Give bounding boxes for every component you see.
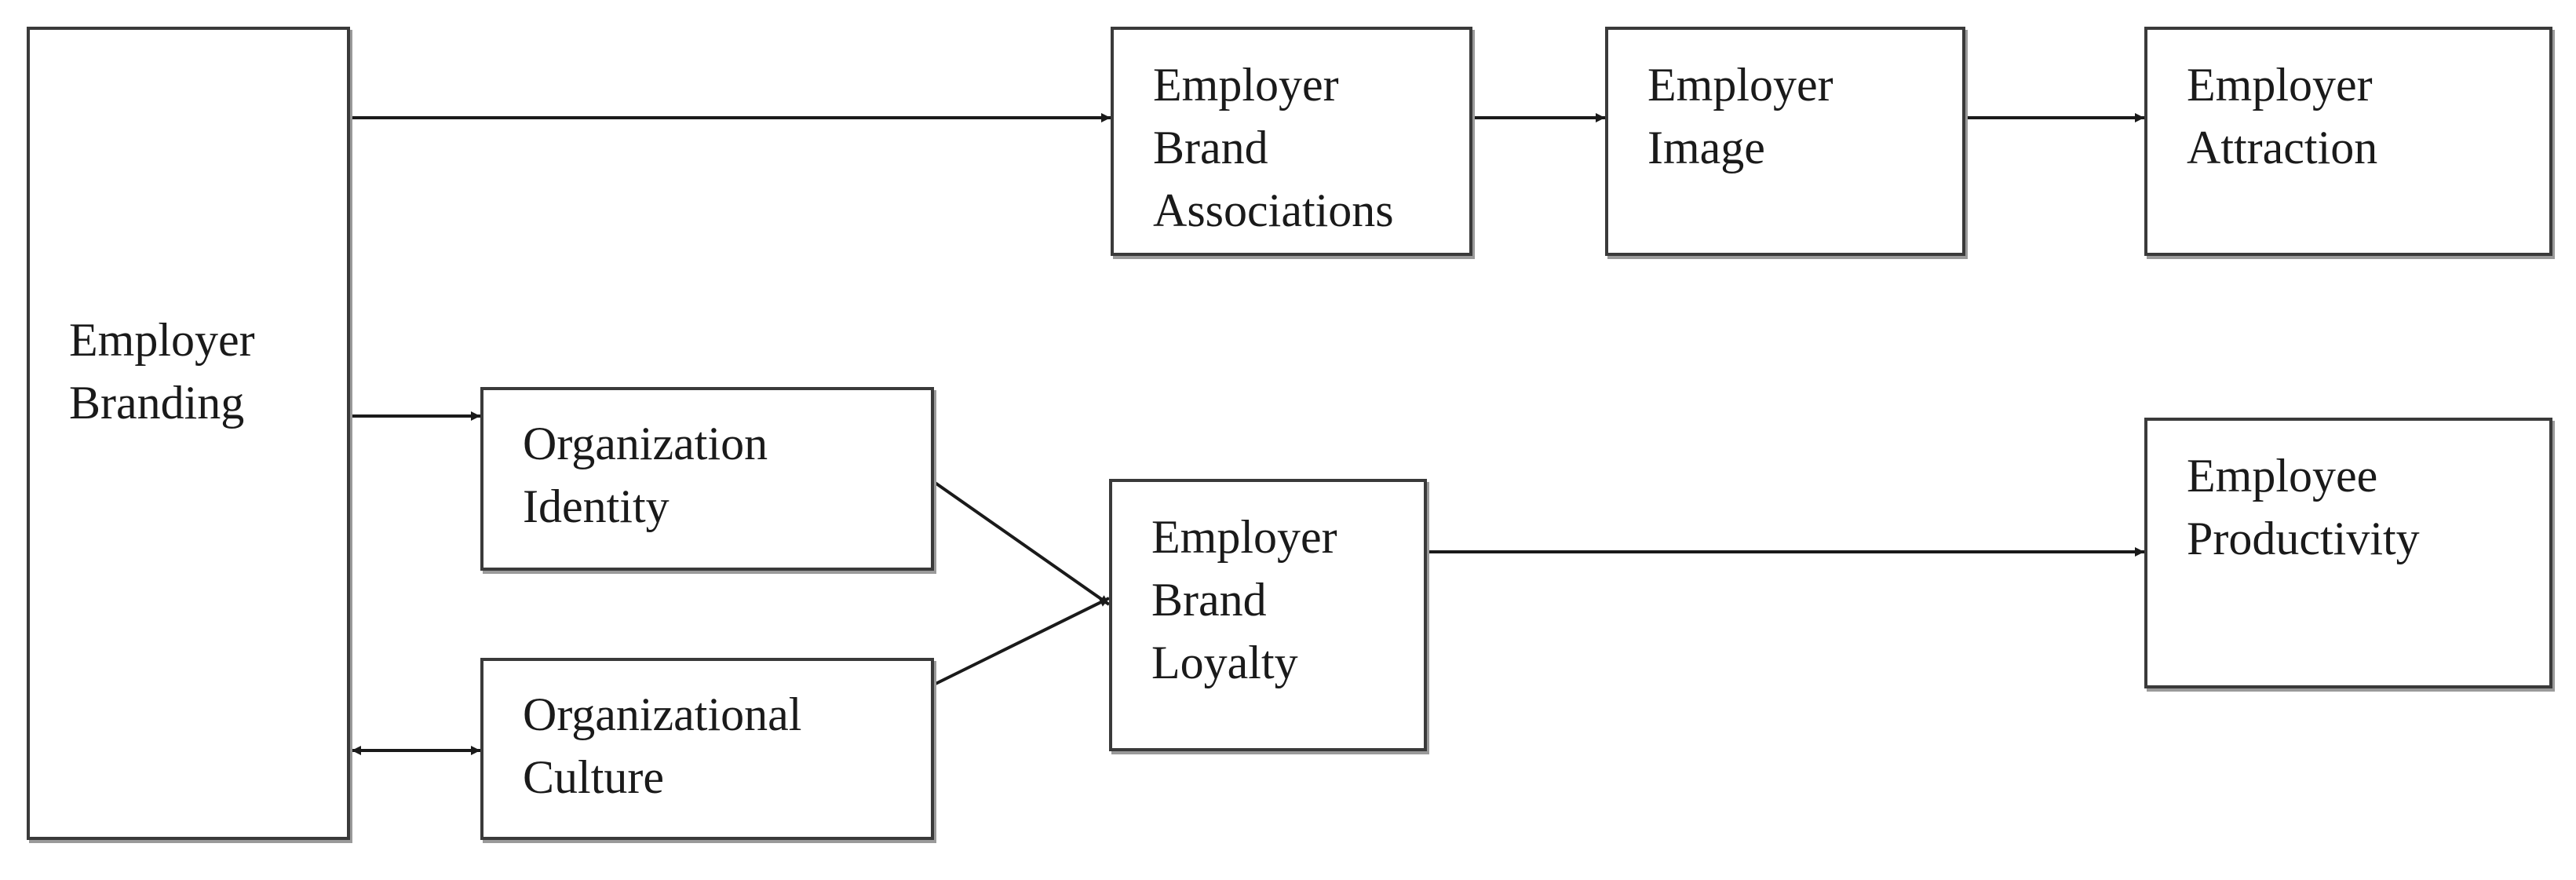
node-employer-brand-loyalty: Employer Brand Loyalty	[1109, 479, 1427, 751]
node-employer-brand-associations: Employer Brand Associations	[1111, 27, 1472, 256]
node-employer-attraction: Employer Attraction	[2144, 27, 2552, 256]
node-label: Employer Image	[1647, 59, 1833, 173]
node-label: Employer Brand Loyalty	[1151, 511, 1337, 688]
node-label: Employer Brand Associations	[1153, 59, 1394, 236]
arrow-culture-to-loyalty	[933, 597, 1110, 686]
node-label: Organizational Culture	[523, 688, 802, 803]
node-label: Employer Branding	[69, 314, 255, 429]
node-organizational-culture: Organizational Culture	[480, 658, 934, 840]
node-label: Employee Productivity	[2187, 450, 2420, 564]
node-organization-identity: Organization Identity	[480, 387, 934, 571]
arrow-identity-to-loyalty	[932, 480, 1111, 606]
node-employer-image: Employer Image	[1605, 27, 1965, 256]
node-employee-productivity: Employee Productivity	[2144, 418, 2552, 688]
node-label: Employer Attraction	[2187, 59, 2378, 173]
node-employer-branding: Employer Branding	[27, 27, 350, 840]
node-label: Organization Identity	[523, 418, 768, 532]
